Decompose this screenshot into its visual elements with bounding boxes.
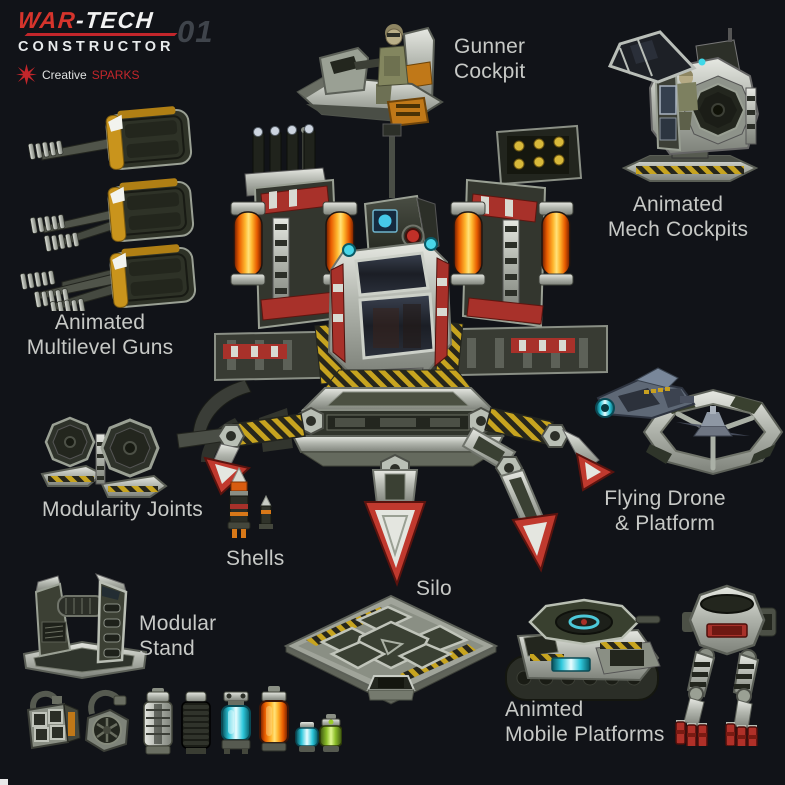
gunner-cockpit-model	[296, 24, 444, 128]
corner-artifact	[0, 779, 8, 785]
brand-creative-text: Creative	[42, 67, 87, 82]
label-flying-drone: Flying Drone & Platform	[570, 486, 760, 536]
label-line: & Platform	[614, 512, 716, 535]
logo-wartech: WAR-TECH	[16, 7, 257, 33]
logo-tech-text: -TECH	[75, 7, 156, 33]
label-line: Animated	[632, 193, 724, 216]
label-line: Silo	[416, 577, 452, 600]
canister-modules-model	[26, 686, 342, 755]
logo-war-text: WAR	[16, 7, 78, 33]
logo-number: 01	[177, 14, 214, 49]
silo-model	[283, 594, 499, 705]
label-mech-cockpits: Animated Mech Cockpits	[578, 192, 778, 242]
label-line: Multilevel Guns	[26, 336, 174, 359]
flying-drone-platform-model	[595, 367, 784, 476]
label-line: Flying Drone	[604, 487, 726, 510]
modularity-joints-model	[40, 416, 168, 498]
label-modular-stand: Modular Stand	[139, 611, 216, 661]
logo-underline	[24, 33, 178, 37]
label-line: Mech Cockpits	[607, 218, 749, 241]
multilevel-guns-model	[19, 106, 198, 311]
label-multilevel-guns: Animated Multilevel Guns	[5, 310, 195, 360]
label-line: Cockpit	[454, 60, 526, 83]
label-modularity-joints: Modularity Joints	[42, 497, 203, 522]
label-line: Stand	[139, 637, 195, 660]
modular-stand-model	[22, 573, 148, 680]
mobile-platforms-model	[505, 584, 777, 746]
label-line: Modular	[139, 612, 217, 635]
label-line: Mobile Platforms	[505, 723, 665, 746]
brand-line: Creative SPARKS	[16, 64, 256, 86]
label-mobile-platforms: Animted Mobile Platforms	[505, 697, 665, 747]
brand-sparks-text: SPARKS	[91, 67, 140, 82]
logo-constructor-text: CONSTRUCTOR	[18, 39, 175, 56]
label-line: Animated	[54, 311, 146, 334]
label-gunner-cockpit: Gunner Cockpit	[454, 34, 525, 84]
logo: WAR-TECH CONSTRUCTOR 01 Creative SPARKS	[16, 7, 257, 86]
mech-cockpit-model	[607, 28, 760, 182]
label-shells: Shells	[226, 546, 284, 571]
label-line: Modularity Joints	[42, 498, 203, 521]
sparks-star-icon	[16, 64, 37, 86]
shells-model	[227, 466, 273, 538]
label-line: Shells	[226, 547, 285, 570]
label-line: Gunner	[454, 35, 526, 58]
central-mech-model	[176, 123, 615, 587]
label-line: Animted	[505, 698, 584, 721]
label-silo: Silo	[416, 576, 452, 601]
